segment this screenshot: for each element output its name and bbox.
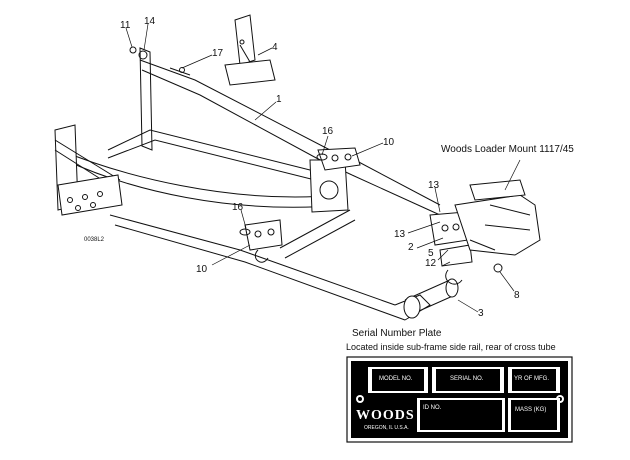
leader-lines: [125, 23, 521, 313]
angle-bracket-4: [224, 14, 276, 86]
serial-no-field: SERIAL NO.: [450, 376, 484, 382]
figure-id: 0038L2: [84, 237, 105, 243]
callout-1: 1: [276, 94, 282, 105]
model-no-field: MODEL NO.: [379, 376, 413, 382]
callout-10-top: 10: [383, 137, 395, 148]
loader-mount-label: Woods Loader Mount 1117/45: [441, 144, 574, 155]
bracket-clips: [239, 147, 503, 285]
serial-plate-title: Serial Number Plate: [352, 328, 442, 339]
callout-5: 5: [428, 248, 434, 259]
callout-12: 12: [425, 258, 437, 269]
callout-labels: 11 14 17 4 1 16 10 13 13 2 5 12 8 16 10 …: [84, 16, 574, 319]
callout-14: 14: [144, 16, 156, 27]
woods-location: OREGON, IL U.S.A.: [364, 425, 409, 431]
callout-3: 3: [478, 308, 484, 319]
loader-mount: [454, 179, 541, 256]
callout-17: 17: [212, 48, 224, 59]
callout-2: 2: [408, 242, 414, 253]
callout-8: 8: [514, 290, 520, 301]
subframe-drawing: [54, 47, 459, 321]
serial-plate-section: Serial Number Plate Located inside sub-f…: [346, 328, 573, 443]
callout-4: 4: [272, 42, 278, 53]
callout-13-upper: 13: [428, 180, 440, 191]
id-no-field: ID NO.: [423, 405, 442, 411]
yr-of-mfg-field: YR OF MFG.: [514, 376, 549, 382]
callout-16-bottom: 16: [232, 202, 244, 213]
callout-11: 11: [120, 20, 131, 31]
callout-13-lower: 13: [394, 229, 406, 240]
callout-16-top: 16: [322, 126, 334, 137]
mass-field: MASS (KG): [515, 407, 546, 413]
hardware-11-14: [129, 46, 191, 76]
woods-logo: WOODS: [356, 408, 415, 423]
serial-plate-location: Located inside sub-frame side rail, rear…: [346, 342, 556, 352]
callout-10-bottom: 10: [196, 264, 208, 275]
